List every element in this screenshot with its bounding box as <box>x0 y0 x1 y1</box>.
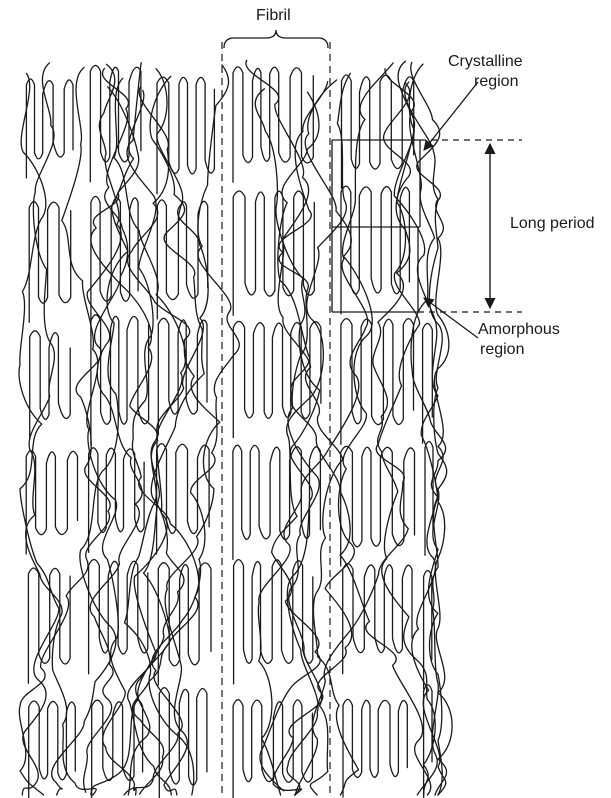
crystalline-label-line2: region <box>474 72 518 91</box>
polymer-chain <box>233 445 321 559</box>
polymer-chain <box>26 451 77 554</box>
polymer-chain <box>19 73 59 795</box>
polymer-chain <box>342 75 414 188</box>
polymer-chain <box>425 442 433 556</box>
polymer-chains <box>19 60 452 798</box>
polymer-chain <box>343 699 407 797</box>
polymer-chain <box>255 89 319 795</box>
polymer-chain <box>26 63 97 795</box>
polymer-chain <box>341 446 415 566</box>
polymer-chain <box>278 92 431 795</box>
fibril-label: Fibril <box>256 6 291 25</box>
polymer-chain <box>114 78 194 795</box>
polymer-chain <box>234 560 313 684</box>
polymer-chain <box>233 67 313 182</box>
polymer-chain <box>26 79 73 178</box>
polymer-chain <box>157 200 207 319</box>
polymer-chain <box>258 63 393 795</box>
amorphous-label-line1: Amorphous <box>478 320 560 339</box>
polymer-chain <box>29 202 70 323</box>
amorphous-label-line2: region <box>480 340 524 359</box>
polymer-chain <box>295 61 419 795</box>
polymer-chain <box>91 76 204 795</box>
long-period-guides <box>418 140 522 312</box>
polymer-chain <box>423 324 433 444</box>
polymer-chain <box>91 315 149 445</box>
fibril-brace <box>224 30 328 48</box>
polymer-chain <box>341 319 414 445</box>
crystalline-label-line1: Crystalline <box>448 52 523 71</box>
polymer-chain <box>279 82 328 795</box>
polymer-chain <box>158 563 211 685</box>
long-period-label: Long period <box>510 214 595 233</box>
polymer-chain <box>127 63 199 794</box>
region-boxes <box>332 140 420 312</box>
polymer-chain <box>343 564 412 674</box>
polymer-chain <box>233 321 321 437</box>
polymer-chain <box>385 69 446 795</box>
polymer-chain <box>158 318 207 435</box>
